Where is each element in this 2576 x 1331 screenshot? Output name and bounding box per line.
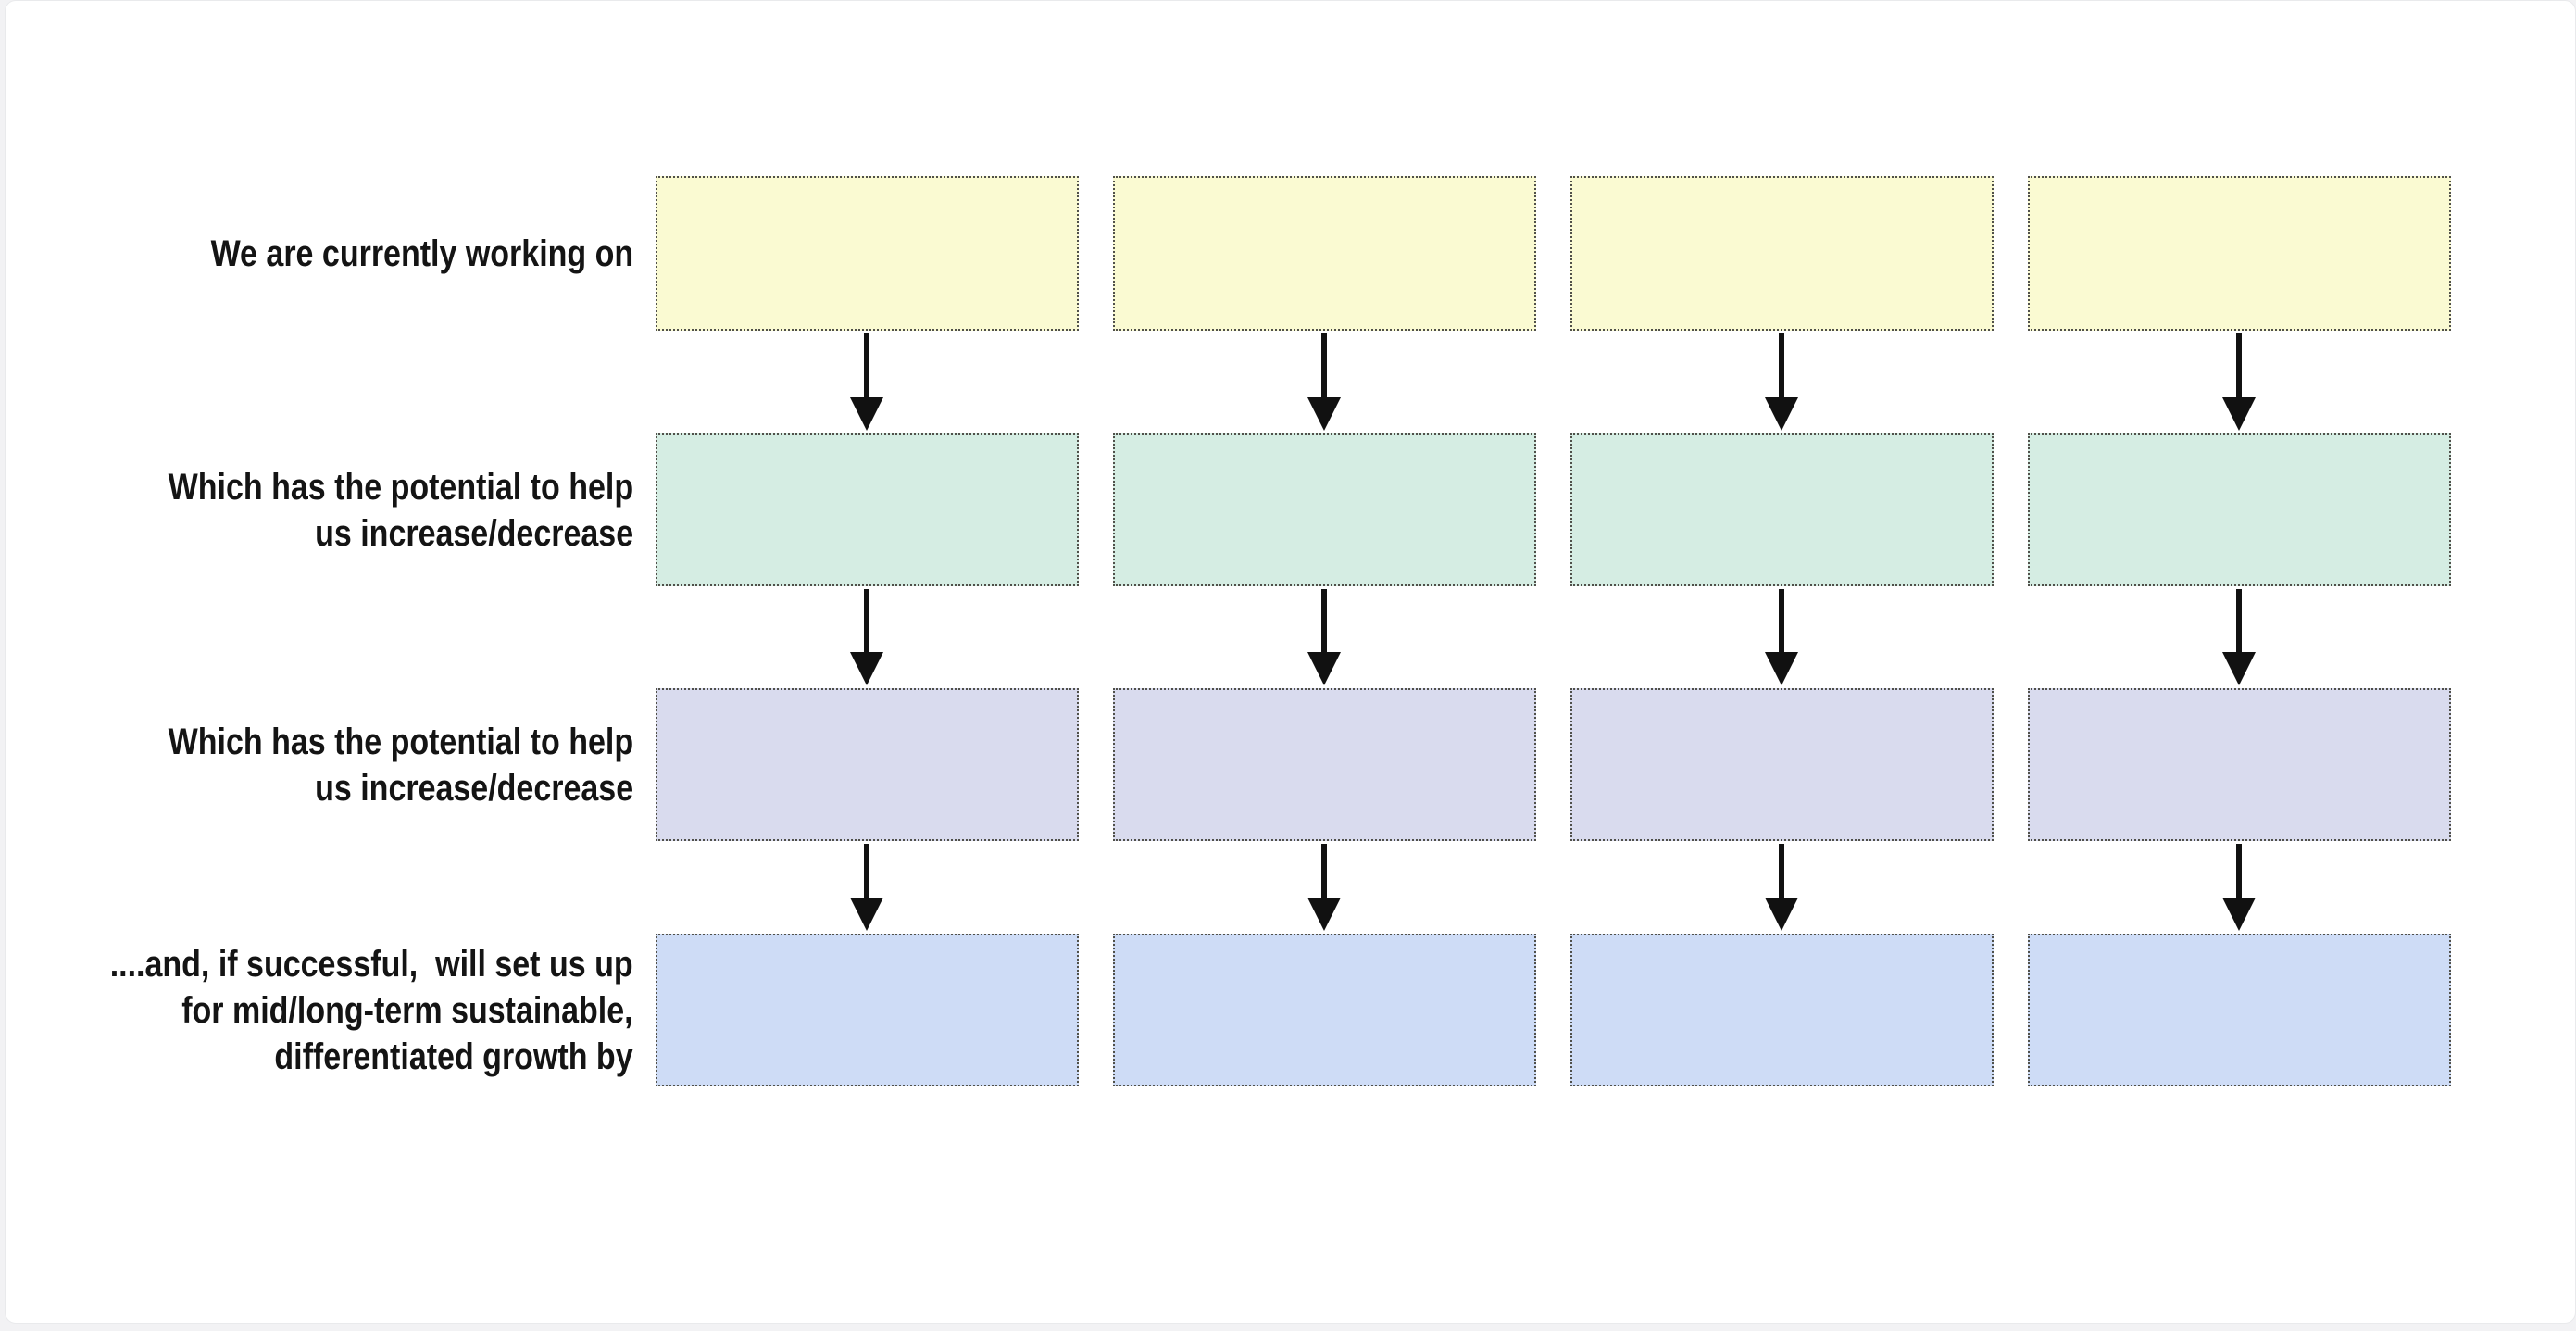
down-arrow-g2c3 [1765,589,1798,685]
down-arrow-g1c1 [850,333,883,431]
stage-box-r1c2[interactable] [1113,176,1536,331]
arrow-head-icon [1765,898,1798,931]
row-label-potential-1: Which has the potential to help us incre… [169,433,633,586]
stage-box-r2c4[interactable] [2028,433,2451,586]
stage-box-r1c3[interactable] [1570,176,1994,331]
stage-box-r4c3[interactable] [1570,934,1994,1086]
arrow-shaft [2236,333,2242,397]
arrow-shaft [1321,844,1327,898]
row-label-line: for mid/long-term sustainable, [181,989,634,1031]
arrow-shaft [1779,333,1784,397]
row-label-line: us increase/decrease [314,512,633,554]
arrow-shaft [864,333,869,397]
arrow-shaft [1779,844,1784,898]
stage-box-r4c4[interactable] [2028,934,2451,1086]
stage-box-r3c3[interactable] [1570,688,1994,841]
arrow-head-icon [1765,652,1798,685]
arrow-shaft [2236,589,2242,652]
stage-box-r1c4[interactable] [2028,176,2451,331]
down-arrow-g2c1 [850,589,883,685]
row-label-growth: ....and, if successful, will set us up f… [110,934,633,1086]
arrow-head-icon [2222,898,2256,931]
row-label-line: We are currently working on [210,232,633,274]
down-arrow-g1c3 [1765,333,1798,431]
row-label-current-work: We are currently working on [210,176,633,331]
row-label-line: Which has the potential to help [168,721,633,762]
down-arrow-g2c2 [1307,589,1341,685]
arrow-head-icon [1307,898,1341,931]
arrow-head-icon [1307,652,1341,685]
arrow-shaft [1779,589,1784,652]
stage-box-r2c1[interactable] [656,433,1079,586]
stage-box-r2c3[interactable] [1570,433,1994,586]
stage-box-r3c2[interactable] [1113,688,1536,841]
down-arrow-g3c3 [1765,844,1798,931]
arrow-head-icon [850,397,883,431]
arrow-shaft [1321,333,1327,397]
arrow-shaft [864,589,869,652]
arrow-head-icon [1765,397,1798,431]
row-label-line: differentiated growth by [274,1036,633,1077]
stage-box-r1c1[interactable] [656,176,1079,331]
stage-box-r3c4[interactable] [2028,688,2451,841]
row-label-line: us increase/decrease [314,767,633,809]
down-arrow-g1c2 [1307,333,1341,431]
stage-box-r4c1[interactable] [656,934,1079,1086]
down-arrow-g2c4 [2222,589,2256,685]
down-arrow-g3c2 [1307,844,1341,931]
arrow-shaft [2236,844,2242,898]
stage-box-r3c1[interactable] [656,688,1079,841]
down-arrow-g3c4 [2222,844,2256,931]
arrow-head-icon [850,898,883,931]
row-label-line: ....and, if successful, will set us up [110,943,633,985]
arrow-head-icon [1307,397,1341,431]
stage-box-r4c2[interactable] [1113,934,1536,1086]
arrow-shaft [864,844,869,898]
down-arrow-g1c4 [2222,333,2256,431]
down-arrow-g3c1 [850,844,883,931]
row-label-potential-2: Which has the potential to help us incre… [169,688,633,841]
arrow-head-icon [2222,397,2256,431]
arrow-shaft [1321,589,1327,652]
arrow-head-icon [2222,652,2256,685]
row-label-line: Which has the potential to help [168,466,633,508]
arrow-head-icon [850,652,883,685]
stage-box-r2c2[interactable] [1113,433,1536,586]
